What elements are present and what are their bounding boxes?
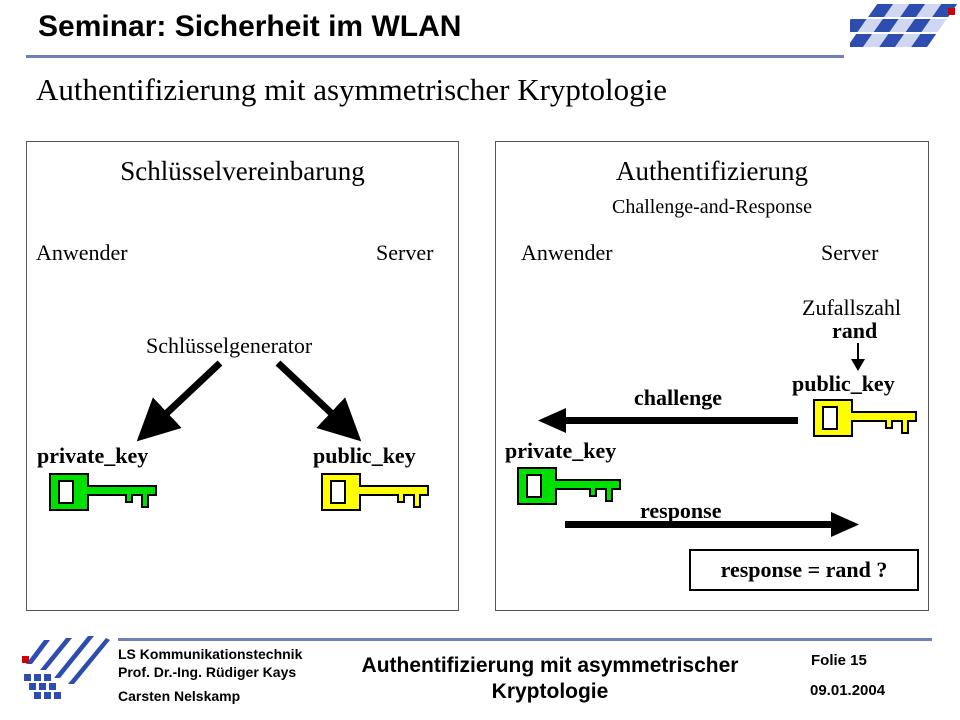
key-generator-label: Schlüsselgenerator	[146, 333, 313, 358]
footer-title-line1: Authentifizierung mit asymmetrischer	[361, 654, 739, 677]
footer-title-line2: Kryptologie	[491, 680, 609, 703]
verification-box: response = rand ?	[689, 549, 919, 591]
key-agreement-panel	[26, 141, 459, 611]
response-label: response	[640, 498, 722, 523]
left-private-key-label: private_key	[37, 443, 149, 468]
right-user-label: Anwender	[521, 240, 613, 265]
checker-logo-icon	[850, 4, 958, 47]
key-icon	[813, 399, 917, 437]
generator-arrows	[136, 360, 362, 442]
random-number-label: Zufallszahl	[802, 295, 901, 320]
challenge-arrow	[538, 408, 798, 433]
footer-author: Carsten Nelskamp	[118, 688, 241, 704]
right-public-key-label: public_key	[792, 371, 895, 396]
slide-number: Folie 15	[811, 652, 867, 669]
left-public-key-label: public_key	[313, 443, 416, 468]
authentication-title: Authentifizierung	[616, 156, 808, 186]
rand-label: rand	[832, 318, 878, 343]
key-icon	[49, 473, 157, 511]
authentication-panel	[495, 141, 929, 611]
slide-date: 09.01.2004	[810, 682, 886, 699]
left-server-label: Server	[376, 240, 434, 265]
right-private-key-label: private_key	[505, 438, 617, 463]
rand-arrow	[851, 343, 865, 371]
university-logo-icon	[22, 636, 110, 699]
response-arrow	[565, 512, 859, 537]
left-user-label: Anwender	[36, 240, 128, 265]
challenge-label: challenge	[634, 385, 722, 410]
footer-professor: Prof. Dr.-Ing. Rüdiger Kays	[118, 664, 297, 680]
key-icon	[321, 473, 429, 511]
right-server-label: Server	[821, 240, 879, 265]
key-icon	[517, 467, 621, 505]
authentication-subtitle: Challenge-and-Response	[612, 196, 812, 218]
header-divider	[26, 55, 844, 58]
slide-header-title: Seminar: Sicherheit im WLAN	[38, 10, 462, 43]
footer-divider	[118, 638, 932, 641]
key-agreement-title: Schlüsselvereinbarung	[120, 156, 365, 186]
slide-subtitle: Authentifizierung mit asymmetrischer Kry…	[36, 72, 668, 107]
footer-chair: LS Kommunikationstechnik	[118, 646, 303, 662]
